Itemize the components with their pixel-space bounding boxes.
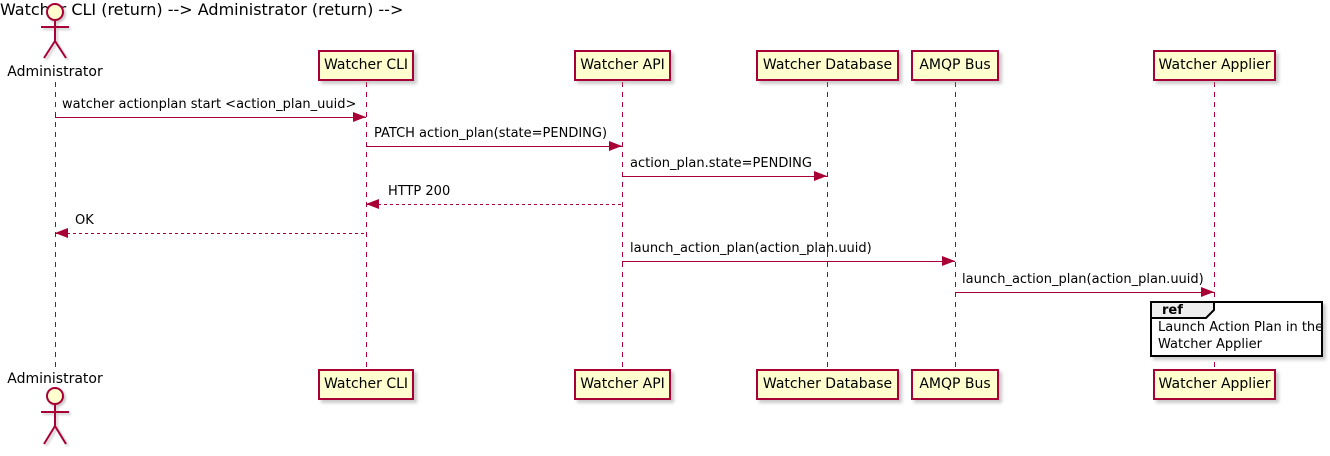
message-label: OK <box>75 213 94 228</box>
message-label: launch_action_plan(action_plan.uuid) <box>962 272 1204 287</box>
arrowhead-right-icon <box>814 171 827 181</box>
message-line <box>55 233 366 234</box>
lifeline-watcher-database <box>827 82 828 369</box>
participant-watcher-api-top: Watcher API <box>574 50 671 81</box>
lifeline-watcher-api <box>622 82 623 369</box>
lifeline-amqp-bus <box>955 82 956 369</box>
arrowhead-right-icon <box>1201 287 1214 297</box>
arrowhead-right-icon <box>609 141 622 151</box>
ref-fragment: ref Launch Action Plan in the Watcher Ap… <box>1150 301 1323 357</box>
ref-keyword: ref <box>1162 303 1183 318</box>
ref-text-line: Watcher Applier <box>1158 337 1262 352</box>
message-line <box>55 117 366 118</box>
message-label: HTTP 200 <box>388 184 451 199</box>
actor-label-administrator-bottom: Administrator <box>7 371 103 387</box>
actor-icon <box>41 387 69 445</box>
lifeline-administrator <box>55 82 56 369</box>
participant-watcher-applier-bottom: Watcher Applier <box>1153 369 1276 400</box>
actor-icon <box>41 3 69 59</box>
participant-watcher-cli-bottom: Watcher CLI <box>318 369 414 400</box>
message-label: action_plan.state=PENDING <box>630 156 812 171</box>
actor-label-administrator-top: Administrator <box>7 64 103 80</box>
participant-watcher-cli-top: Watcher CLI <box>318 50 414 81</box>
arrowhead-left-icon <box>366 199 379 209</box>
participant-watcher-database-top: Watcher Database <box>756 50 899 81</box>
ref-text-line: Launch Action Plan in the <box>1158 320 1324 335</box>
lifeline-watcher-cli <box>366 82 367 369</box>
message-label: watcher actionplan start <action_plan_uu… <box>62 97 357 112</box>
message-label: launch_action_plan(action_plan.uuid) <box>630 241 872 256</box>
arrowhead-right-icon <box>942 256 955 266</box>
ref-text: Launch Action Plan in the Watcher Applie… <box>1158 319 1323 353</box>
ref-fragment-header-pentagon <box>1150 301 1215 319</box>
participant-watcher-api-bottom: Watcher API <box>574 369 671 400</box>
participant-watcher-applier-top: Watcher Applier <box>1153 50 1276 81</box>
message-line <box>366 146 622 147</box>
message-line <box>622 261 955 262</box>
message-label: PATCH action_plan(state=PENDING) <box>374 126 608 141</box>
arrowhead-right-icon <box>353 112 366 122</box>
arrowhead-left-icon <box>55 228 68 238</box>
participant-amqp-bus-bottom: AMQP Bus <box>911 369 999 400</box>
message-line <box>366 204 622 205</box>
message-line <box>955 292 1214 293</box>
message-line <box>622 176 827 177</box>
participant-amqp-bus-top: AMQP Bus <box>911 50 999 81</box>
lifeline-watcher-applier <box>1214 82 1215 369</box>
participant-watcher-database-bottom: Watcher Database <box>756 369 899 400</box>
